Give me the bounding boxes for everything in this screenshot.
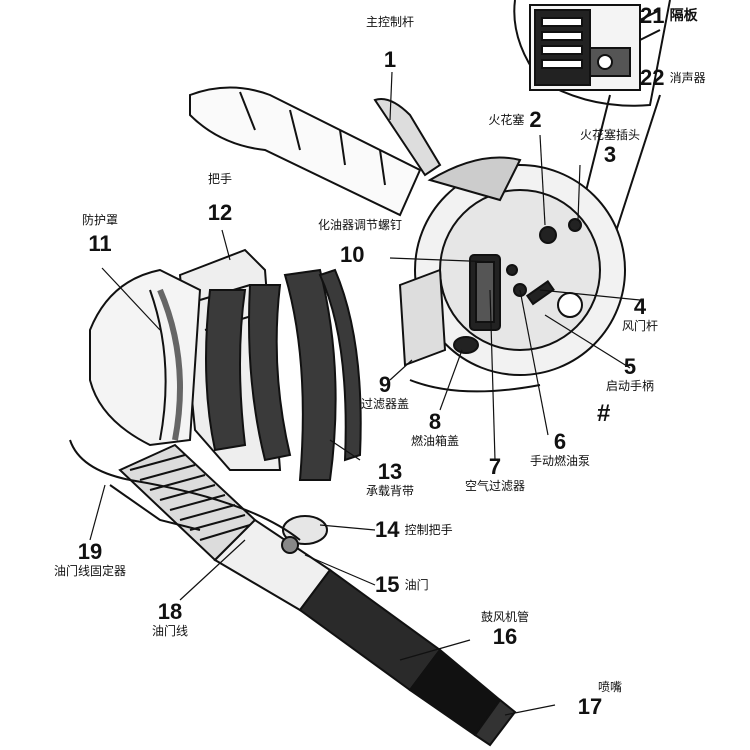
part-label: 油门线 [151,624,188,638]
part-number: 19 [77,539,103,564]
part-number: 10 [340,242,365,267]
part-number: 2 [529,107,542,132]
part-label: 主控制杆 [365,15,414,29]
part-label: 风门杆 [621,319,658,333]
callout-22: 22 消声器 [640,66,745,90]
callout-8: 8 燃油箱盖 [395,410,475,449]
part-number: 13 [377,459,403,484]
callout-12: 把手 12 [185,172,255,225]
part-label: 化油器调节螺钉 [317,218,402,232]
callout-7: 7 空气过滤器 [445,455,545,494]
inset-detail [513,0,671,251]
part-number: 21 [640,3,665,28]
part-number: 16 [492,624,518,649]
part-label: 燃油箱盖 [410,434,459,448]
callout-13: 13 承载背带 [350,460,430,499]
part-label: 油门 [404,577,429,592]
part-label: 启动手柄 [605,379,654,393]
part-number: 17 [577,694,603,719]
part-number: 9 [378,372,392,397]
part-number: 3 [603,142,617,167]
part-number: 4 [633,294,647,319]
part-label: 鼓风机管 [480,610,529,624]
part-number: 8 [428,409,442,434]
part-label: 火花塞 [488,112,525,127]
callout-6: 6 手动燃油泵 [510,430,610,469]
backpack-frame [178,248,362,481]
callout-18: 18 油门线 [135,600,205,639]
part-number: 7 [488,454,502,479]
hash-mark: # [597,400,611,427]
callout-14: 14 控制把手 [375,518,495,542]
callout-1: 主控制杆 1 [340,15,440,72]
part-label: 承载背带 [365,484,414,498]
part-label: 过滤器盖 [360,397,409,411]
part-label: 空气过滤器 [464,479,525,493]
part-label: 火花塞插头 [579,128,640,142]
part-label: 隔板 [669,7,698,24]
part-label: 防护罩 [81,213,118,227]
engine-housing [398,156,626,393]
callout-21: 21 隔板 [640,4,745,28]
part-label: 喷嘴 [597,680,622,694]
callout-3: 火花塞插头 3 [555,128,665,167]
callout-15: 15 油门 [375,573,455,597]
part-number: 6 [553,429,567,454]
part-number: 5 [623,354,637,379]
part-number: 11 [88,231,112,256]
fan-guard [89,268,202,447]
part-label: 油门线固定器 [53,564,126,578]
part-number: 1 [383,47,397,72]
part-number: 14 [375,517,400,542]
callout-4: 4 风门杆 [610,295,670,334]
part-number: 15 [375,572,400,597]
callout-17: 喷嘴 17 [550,680,630,719]
callout-9: 9 过滤器盖 [345,373,425,412]
part-number: 12 [207,200,233,225]
callout-19: 19 油门线固定器 [35,540,145,579]
callout-2: 火花塞 2 [470,108,560,132]
callout-5: 5 启动手柄 [590,355,670,394]
part-label: 手动燃油泵 [529,454,590,468]
part-label: 把手 [207,172,232,186]
upper-tube [189,86,442,217]
callout-16: 鼓风机管 16 [460,610,550,649]
leader-lines [89,71,641,716]
part-label: 控制把手 [404,522,453,537]
callout-10: 化油器调节螺钉 10 [300,218,420,267]
part-number: 18 [157,599,183,624]
callout-11: 防护罩 11 [65,213,135,256]
part-label: 消声器 [669,70,706,85]
lower-tube [69,439,517,747]
part-number: 22 [640,65,665,90]
